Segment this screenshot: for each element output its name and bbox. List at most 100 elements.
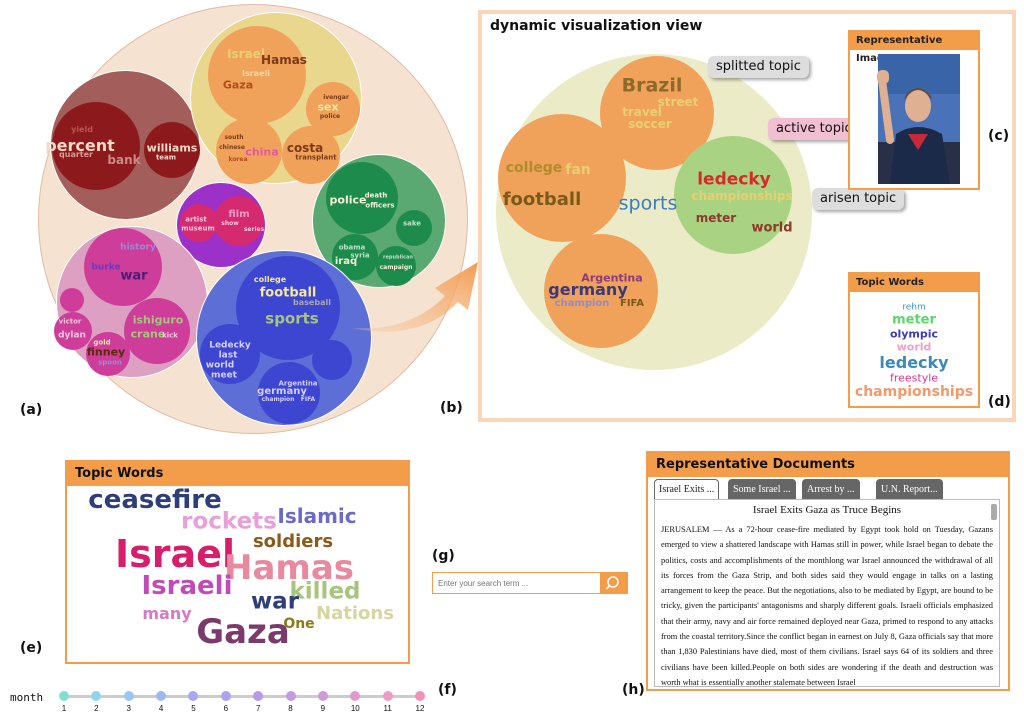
month-tick-label: 3: [126, 704, 131, 713]
word-world-small: world: [205, 360, 235, 371]
topic-bubble-police[interactable]: [326, 162, 398, 234]
word-obama: obama: [338, 243, 366, 252]
tw-israel: Israel: [115, 532, 235, 576]
topic-bubble-war[interactable]: [84, 228, 162, 306]
tw-word-rehm: rehm: [902, 302, 926, 313]
topic-bubble-ledecky[interactable]: [200, 324, 260, 384]
word-south: south: [224, 134, 244, 141]
month-tick-3[interactable]: [123, 691, 134, 701]
tw-nations: Nations: [316, 603, 394, 624]
word-museum: museum: [181, 224, 215, 233]
word-korea: korea: [228, 156, 248, 163]
callout-splitted-topic: splitted topic: [708, 56, 809, 78]
topic-bubble-film-inner[interactable]: [214, 196, 264, 246]
topic-bubble-williams[interactable]: [144, 122, 200, 178]
search-input[interactable]: [433, 573, 601, 593]
topic-bubble-israel-inner[interactable]: [208, 26, 306, 124]
word-crane: crane: [130, 327, 166, 341]
search-box: [432, 572, 628, 594]
panel-label-b: (b): [440, 400, 463, 416]
word-costa: costa: [286, 141, 324, 155]
word-chinese: chinese: [219, 144, 245, 151]
word-sports: sports: [265, 309, 319, 328]
word-germany-small: germany: [257, 386, 307, 397]
word-bank: bank: [107, 153, 141, 167]
topic-bubble-finance-inner[interactable]: [52, 102, 140, 190]
athlete-photo: [877, 54, 960, 184]
month-tick-7[interactable]: [253, 691, 264, 701]
topic-bubble-small[interactable]: [60, 288, 84, 312]
month-label: month: [10, 691, 44, 704]
dyn-word-travel: travel: [622, 105, 662, 119]
topic-bubble-artist[interactable]: [180, 204, 218, 242]
dynamic-view-title: dynamic visualization view: [490, 18, 703, 34]
word-champion-small: champion: [261, 396, 295, 403]
doc-tab-3[interactable]: Arrest by ...: [802, 479, 860, 499]
topic-bubble-germany[interactable]: [258, 362, 320, 424]
month-tick-6[interactable]: [220, 691, 231, 701]
dynamic-visualization-view: dynamic visualization view Brazil street…: [478, 10, 1016, 422]
document-viewer[interactable]: Israel Exits Gaza as Truce Begins JERUSA…: [654, 499, 1000, 687]
doc-tab-4[interactable]: U.N. Report...: [876, 479, 943, 499]
word-gold: gold: [93, 338, 111, 347]
doc-tab-2[interactable]: Some Israel ...: [728, 479, 796, 499]
dyn-word-fifa: FIFA: [620, 298, 644, 309]
topic-bubble-sake[interactable]: [396, 210, 432, 246]
tw-hamas: Hamas: [223, 548, 355, 588]
dyn-word-meter: meter: [695, 211, 737, 225]
representative-image-panel: Representative Image: [848, 30, 980, 190]
word-dylan: dylan: [58, 330, 86, 341]
month-tick-12[interactable]: [415, 691, 425, 701]
tw-rockets: rockets: [181, 508, 277, 535]
word-history: history: [120, 242, 156, 253]
tw-word-championships: championships: [854, 384, 974, 400]
tw-gaza: Gaza: [196, 612, 290, 652]
dyn-word-football: football: [502, 189, 582, 210]
zoom-arrow-icon: [352, 262, 478, 332]
panel-label-e: (e): [20, 640, 43, 656]
topic-bubble-campaign[interactable]: [376, 246, 416, 286]
dyn-word-germany: germany: [548, 280, 628, 299]
word-series: series: [243, 226, 265, 233]
tw-word-olympic: olympic: [889, 327, 939, 341]
document-text: JERUSALEM — As a 72-hour cease-fire medi…: [661, 525, 993, 687]
month-tick-8[interactable]: [285, 691, 296, 701]
topic-words-small-panel: Topic Words: [848, 272, 980, 408]
word-ivengar: ivengar: [323, 94, 349, 101]
tw-one: One: [283, 616, 315, 632]
doc-tab-1[interactable]: Israel Exits ...: [654, 479, 720, 499]
topic-bubble-china[interactable]: [216, 118, 282, 184]
month-tick-4[interactable]: [156, 691, 167, 701]
word-republican: republican: [383, 254, 413, 261]
dynamic-bubble-ledecky[interactable]: [674, 136, 792, 254]
word-film: film: [228, 209, 250, 220]
month-tick-label: 6: [223, 704, 229, 713]
word-victor: victor: [58, 317, 82, 326]
word-war: war: [120, 268, 148, 284]
word-israeli: Israeli: [242, 69, 270, 78]
month-tick-label: 5: [191, 704, 196, 713]
document-scrollbar[interactable]: [991, 504, 997, 520]
topic-bubble-crane[interactable]: [124, 298, 190, 364]
month-tick-label: 4: [158, 704, 164, 713]
month-tick-2[interactable]: [91, 691, 102, 701]
documents-title: Representative Documents: [648, 453, 1008, 477]
month-tick-10[interactable]: [350, 691, 361, 701]
search-button[interactable]: [600, 573, 627, 593]
tw-war: war: [250, 588, 300, 615]
panel-label-h: (h): [622, 682, 645, 698]
dyn-word-soccer: soccer: [628, 117, 672, 131]
month-tick-label: 7: [255, 704, 261, 713]
month-tick-1[interactable]: [59, 691, 69, 701]
month-tick-5[interactable]: [188, 691, 199, 701]
month-tick-9[interactable]: [317, 691, 328, 701]
topic-bubble-finney[interactable]: [86, 332, 130, 376]
dynamic-bubble-germany[interactable]: [544, 234, 658, 348]
month-tick-11[interactable]: [382, 691, 393, 701]
tw-many: many: [142, 604, 192, 623]
word-show: show: [221, 220, 239, 227]
panel-label-c: (c): [988, 128, 1010, 144]
topic-bubble-dylan[interactable]: [54, 312, 92, 350]
topic-bubble-blank[interactable]: [312, 340, 352, 380]
